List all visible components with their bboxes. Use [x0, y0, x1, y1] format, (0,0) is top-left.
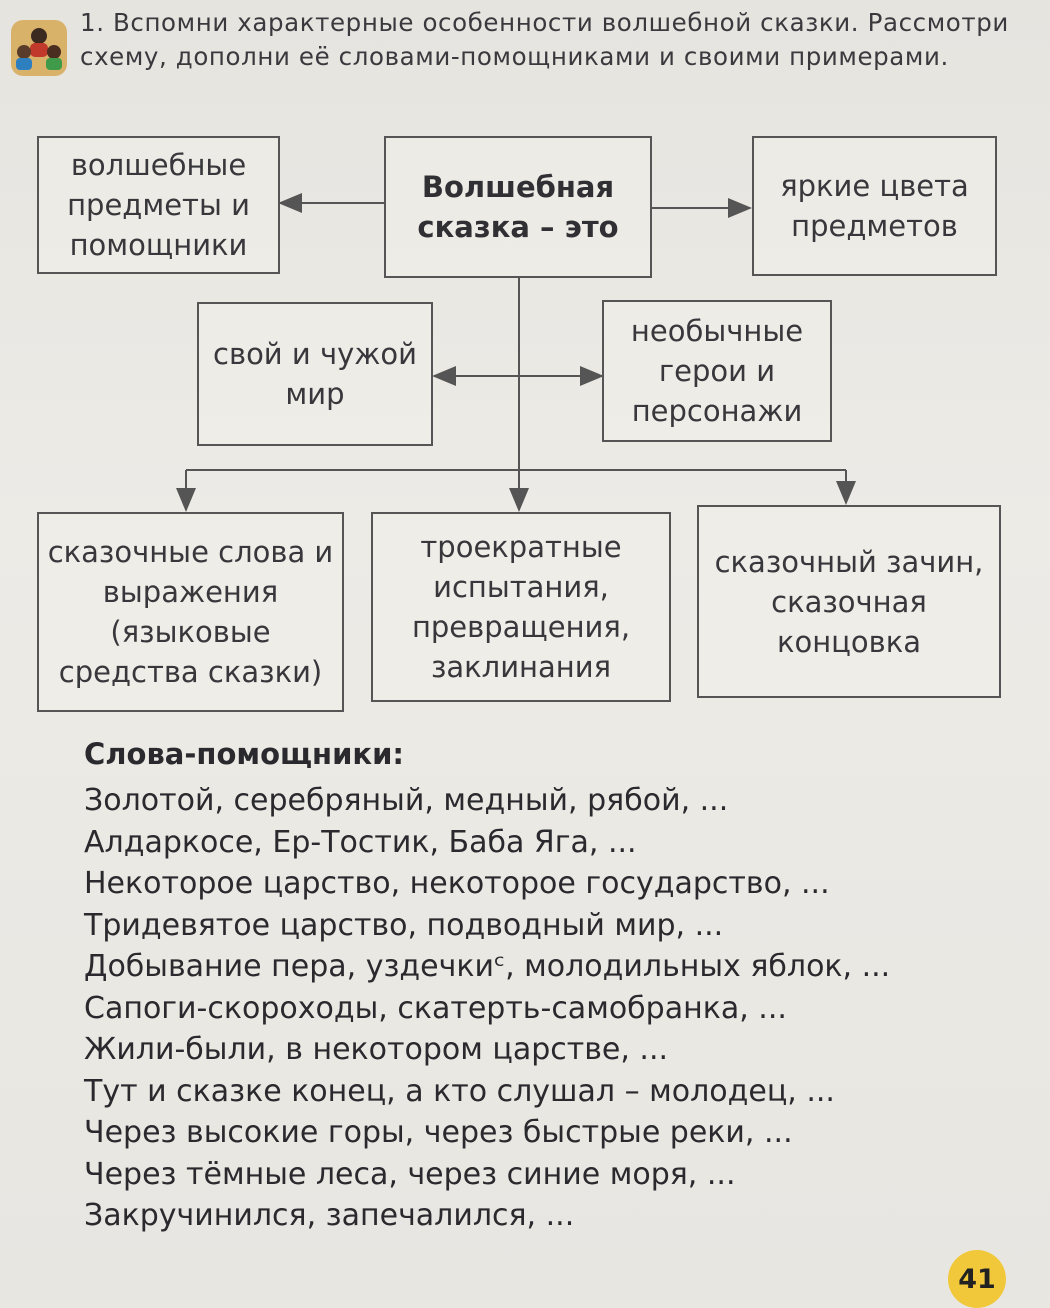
helper-line: Золотой, серебряный, медный, рябой, ... [84, 783, 729, 818]
helper-line: Жили-были, в некотором царстве, ... [84, 1032, 669, 1067]
helper-line: Некоторое царство, некоторое государство… [84, 866, 830, 901]
page-number: 41 [948, 1250, 1006, 1308]
bottom-right-box: сказочный зачин, сказочная концовка [697, 505, 1001, 698]
bottom-left-box: сказочные слова и выражения (языковые ср… [37, 512, 344, 712]
left-top-box: волшебные предметы и помощники [37, 136, 280, 274]
diagram-connectors [176, 193, 856, 512]
helper-line: Алдаркосе, Ер-Тостик, Баба Яга, ... [84, 824, 637, 860]
helpers-title: Слова-помощники: [84, 737, 405, 771]
task-instruction: 1. Вспомни характерные особенности волше… [80, 8, 1009, 71]
bottom-mid-box: троекратные испытания, превращения, закл… [371, 512, 671, 702]
children-group-icon [10, 18, 68, 78]
mid-right-box: необычные герои и персонажи [602, 300, 832, 442]
helper-line: Через тёмные леса, через синие моря, ... [84, 1156, 736, 1192]
helpers-list: Золотой, серебряный, медный, рябой, ... … [84, 780, 890, 1237]
helper-line: Добывание пера, уздечкиᶜ, молодильных яб… [84, 949, 891, 984]
helper-line: Закручинился, запечалился, ... [84, 1198, 575, 1233]
helper-line: Сапоги-скороходы, скатерть-самобранка, .… [84, 990, 787, 1026]
helper-line: Через высокие горы, через быстрые реки, … [84, 1115, 793, 1150]
center-box: Волшебная сказка – это [384, 136, 652, 278]
right-top-box: яркие цвета предметов [752, 136, 997, 276]
helper-line: Тут и сказке конец, а кто слушал – молод… [84, 1073, 835, 1109]
helper-line: Тридевятое царство, подводный мир, ... [84, 907, 724, 943]
mid-left-box: свой и чужой мир [197, 302, 433, 446]
